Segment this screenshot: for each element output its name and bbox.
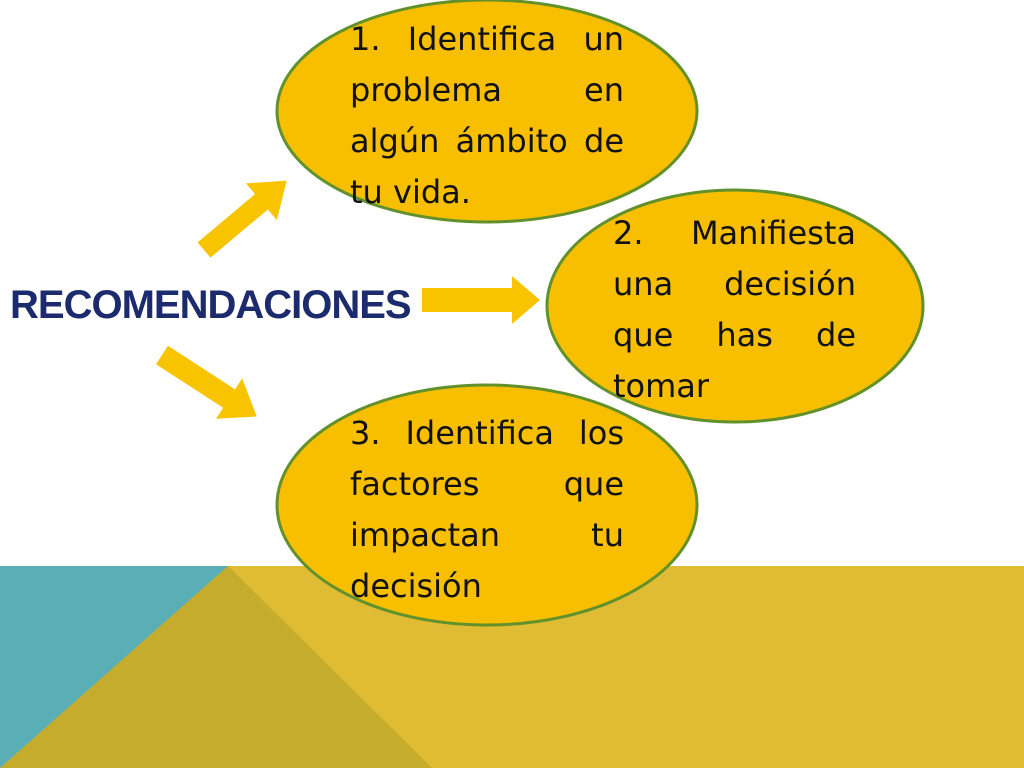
arrow-down-right-icon	[156, 345, 257, 419]
step-2-text: 2. Manifiesta una decisión que has de to…	[613, 214, 856, 405]
olive-triangle	[0, 566, 432, 768]
step-3-text: 3. Identifica los factores que impactan …	[350, 414, 624, 605]
step-3-bubble	[275, 383, 699, 627]
step-1-bubble	[275, 0, 699, 224]
slide-title: RECOMENDACIONES	[10, 283, 412, 327]
arrow-up-right-icon	[197, 180, 287, 258]
step-1-text: 1. Identifica un problema en algún ámbit…	[350, 20, 624, 211]
arrow-right-icon	[422, 276, 540, 324]
teal-triangle	[0, 566, 228, 768]
step-2-bubble	[545, 188, 925, 424]
